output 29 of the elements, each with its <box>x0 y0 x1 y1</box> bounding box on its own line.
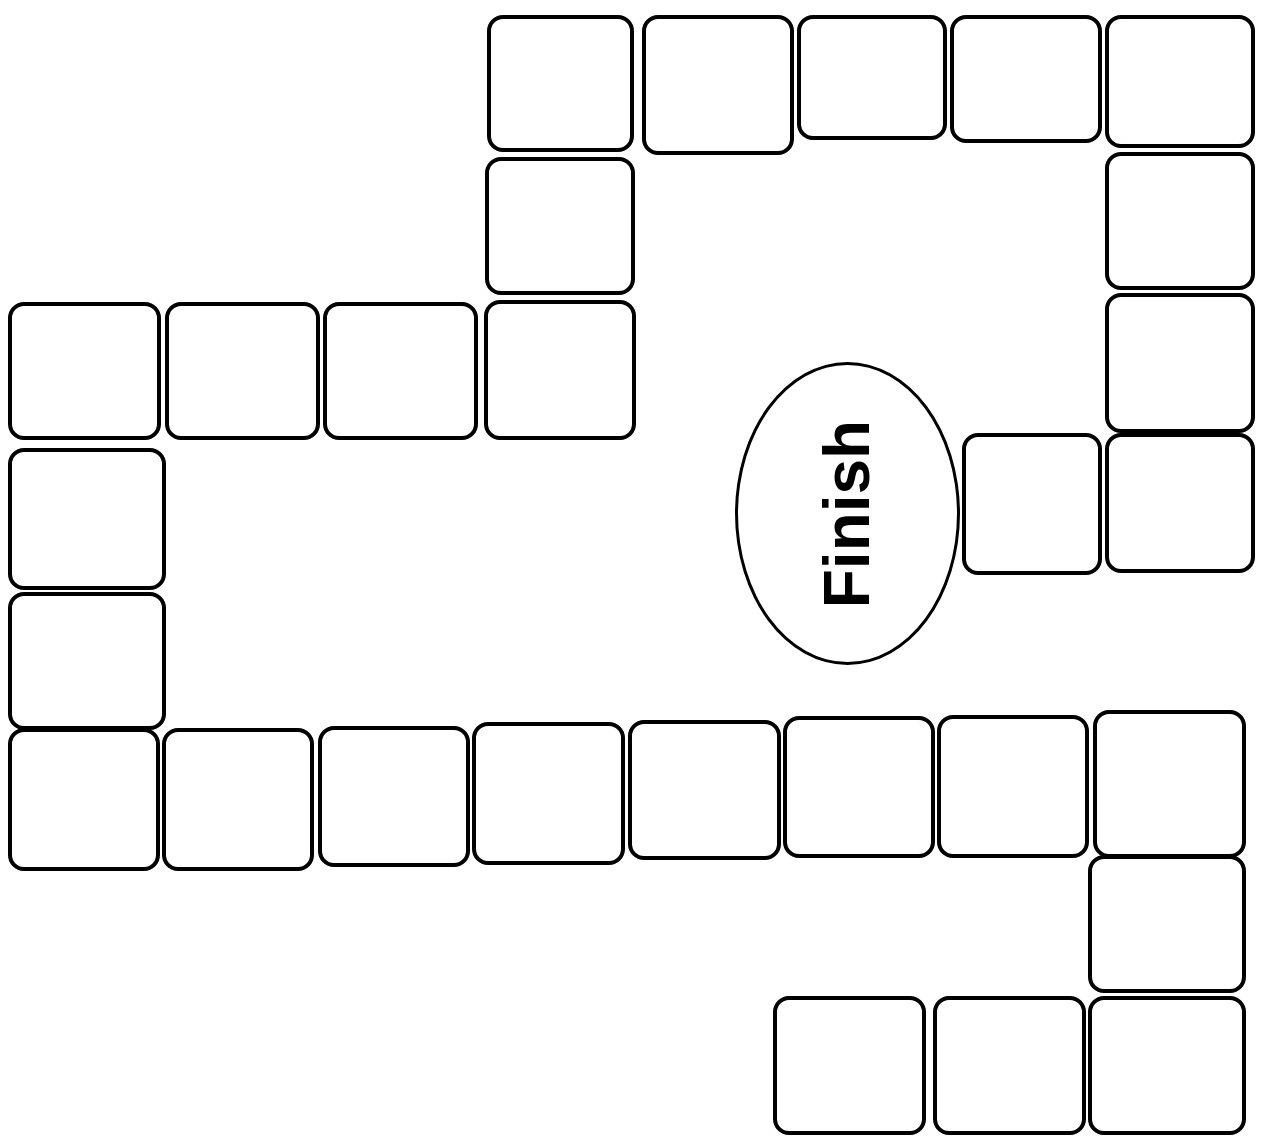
board-square <box>1088 996 1246 1135</box>
board-square <box>783 716 935 858</box>
board-square <box>323 302 478 440</box>
board-square <box>797 15 947 140</box>
board-square <box>162 728 314 871</box>
finish-label: Finish <box>815 419 880 608</box>
board-square <box>628 720 781 860</box>
board-square <box>8 728 160 871</box>
board-square <box>487 15 634 152</box>
board-square <box>773 996 926 1135</box>
board-square <box>318 726 470 867</box>
board-square <box>1093 710 1246 858</box>
board-square <box>165 302 320 440</box>
board-square <box>8 592 166 730</box>
board-square <box>1088 855 1246 993</box>
board-square <box>1105 293 1255 433</box>
board-square <box>1105 433 1255 573</box>
board-square <box>962 433 1102 575</box>
board-square <box>8 448 166 590</box>
board-square <box>1105 152 1255 290</box>
board-square <box>472 722 625 865</box>
board-square <box>484 300 636 440</box>
board-square <box>937 715 1089 858</box>
board-square <box>485 157 635 295</box>
board-square <box>933 996 1086 1135</box>
board-square <box>950 15 1102 143</box>
board-square <box>1105 15 1255 148</box>
board-square <box>642 15 794 155</box>
board-square <box>8 302 161 440</box>
